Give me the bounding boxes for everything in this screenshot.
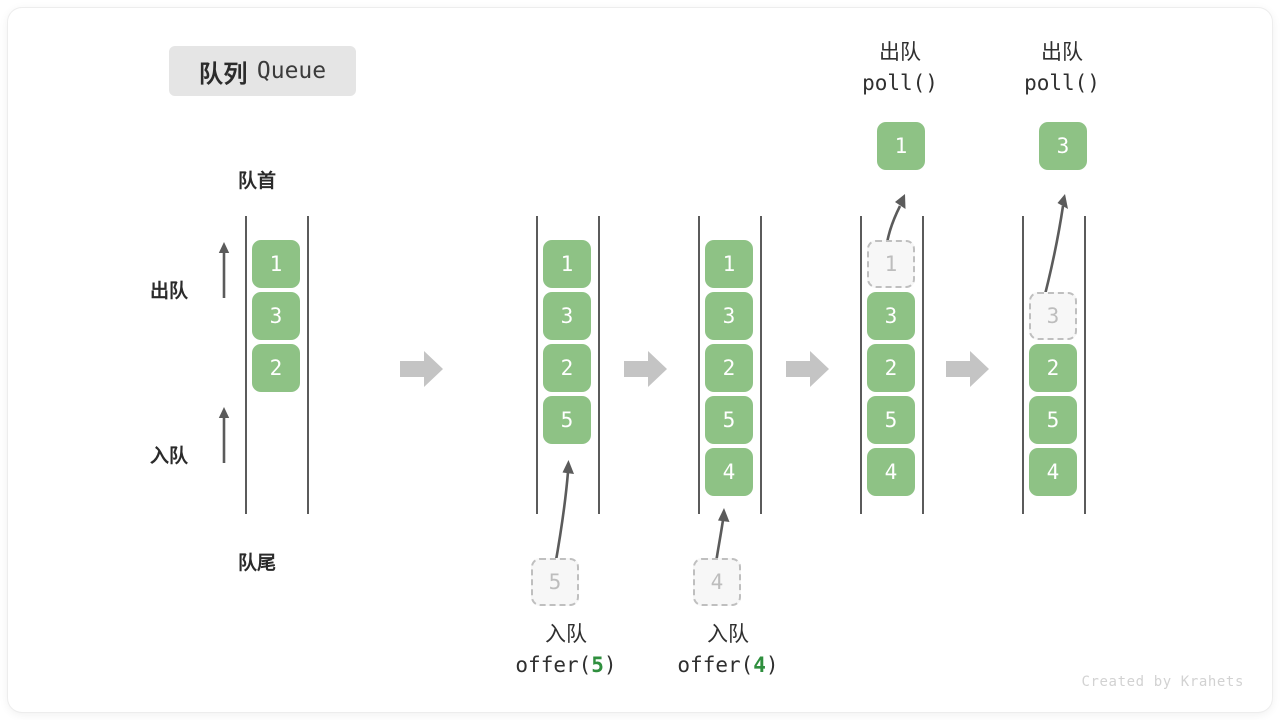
queue-items: 3 2 5 4 [1029,292,1077,496]
queue-items: 1 3 2 5 [543,240,591,444]
caption-cn: 出队 [879,41,921,64]
code-prefix: poll( [1024,71,1088,96]
queue-item: 2 [705,344,753,392]
caption-offer-5: 入队 offer(5) [451,620,681,681]
title-cn: 队列 [198,60,248,88]
queue-item: 5 [1029,396,1077,444]
rail-right [922,216,924,514]
queue-item: 3 [705,292,753,340]
footer-credit: Created by Krahets [1081,674,1244,690]
queue-item: 1 [252,240,300,288]
label-front: 队首 [238,171,277,192]
extracted-box: 1 [877,122,925,170]
code-suffix: ) [1087,71,1100,96]
rail-left [536,216,538,514]
diagram-card: 队列 Queue 队首 1 3 2 出队 入队 [8,8,1272,712]
panel-poll-3: 出队 poll() 3 3 2 5 4 [962,28,1162,548]
queue-item: 3 [867,292,915,340]
panel-offer-5: 1 3 2 5 5 入队 offer(5) [476,158,676,698]
queue-item: 1 [543,240,591,288]
title-en: Queue [256,58,327,84]
rail-left [1022,216,1024,514]
code-prefix: offer( [515,653,592,678]
code-prefix: poll( [862,71,926,96]
queue-item-new: 5 [543,396,591,444]
label-enqueue: 入队 [150,446,189,467]
insert-arrow-icon [524,438,604,568]
rail-right [598,216,600,514]
caption-cn: 入队 [707,623,749,646]
extracted-box: 3 [1039,122,1087,170]
rail-left [860,216,862,514]
queue-item: 5 [705,396,753,444]
caption-code: offer(5) [451,650,681,680]
caption-cn: 出队 [1041,41,1083,64]
panel-offer-4: 1 3 2 5 4 4 入队 offer(4) [638,158,838,698]
ghost-box: 5 [531,558,579,606]
queue-item: 5 [867,396,915,444]
rail-right [760,216,762,514]
rail-right [1084,216,1086,514]
step-arrow-icon [786,350,830,388]
panel-poll-1: 出队 poll() 1 1 3 2 5 4 [800,28,1000,548]
caption-code: poll() [952,68,1172,98]
queue-item: 2 [252,344,300,392]
caption-code: offer(4) [613,650,843,680]
code-prefix: offer( [677,653,754,678]
label-dequeue: 出队 [150,281,189,302]
code-arg: 4 [753,653,766,678]
queue-item: 4 [1029,448,1077,496]
label-rear: 队尾 [238,553,277,574]
code-suffix: ) [765,653,779,678]
dequeue-arrow-icon [217,240,231,298]
queue-item: 1 [705,240,753,288]
code-suffix: ) [603,653,617,678]
rail-right [307,216,309,514]
enqueue-arrow-icon [217,405,231,463]
queue-item: 4 [867,448,915,496]
queue-item: 2 [867,344,915,392]
rail-left [698,216,700,514]
queue-items: 1 3 2 5 4 [705,240,753,496]
title-badge: 队列 Queue [169,46,356,96]
step-arrow-icon [624,350,668,388]
step-arrow-icon [400,350,444,388]
caption-poll-3: 出队 poll() [952,38,1172,99]
caption-cn: 入队 [545,623,587,646]
queue-item: 2 [543,344,591,392]
ghost-box: 1 [867,240,915,288]
caption-code: poll() [790,68,1010,98]
queue-item-new: 4 [705,448,753,496]
queue-item: 3 [543,292,591,340]
ghost-box: 3 [1029,292,1077,340]
caption-poll-1: 出队 poll() [790,38,1010,99]
code-suffix: ) [925,71,938,96]
code-arg: 5 [591,653,604,678]
panel-initial: 队首 1 3 2 出队 入队 队尾 [145,158,345,578]
queue-items: 1 3 2 [252,240,300,392]
caption-offer-4: 入队 offer(4) [613,620,843,681]
ghost-box: 4 [693,558,741,606]
queue-item: 2 [1029,344,1077,392]
rail-left [245,216,247,514]
queue-item: 3 [252,292,300,340]
queue-items: 1 3 2 5 4 [867,240,915,496]
step-arrow-icon [946,350,990,388]
